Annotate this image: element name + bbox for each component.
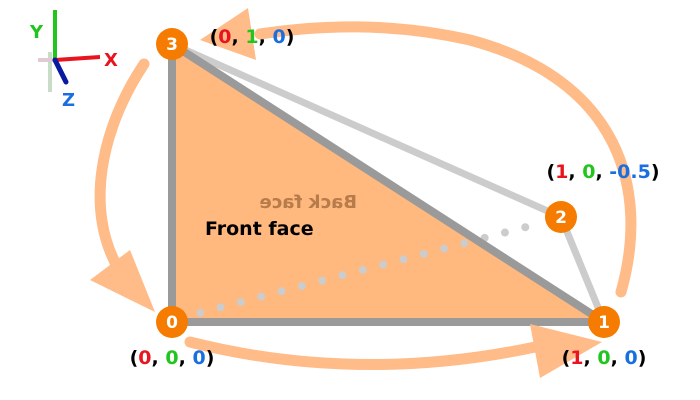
arrowhead-3-to-0 <box>90 250 155 312</box>
edge-1-3 <box>169 40 607 326</box>
x-axis-label: X <box>104 50 118 71</box>
arrowhead-0-to-1 <box>530 324 602 378</box>
front-face-label: Front face <box>205 218 314 240</box>
y-axis-label: Y <box>29 22 44 43</box>
arrow-1-to-3 <box>254 21 637 298</box>
arrowhead-1-to-3 <box>200 8 256 60</box>
vertex-3-coord: (0, 1, 0) <box>210 26 295 48</box>
z-axis-label: Z <box>62 90 75 111</box>
hidden-edge-0-2 <box>176 218 549 322</box>
arrow-0-to-1 <box>184 336 546 371</box>
back-face-label: Back face <box>259 192 357 213</box>
vertex-1-coord: (1, 0, 0) <box>562 347 647 369</box>
svg-text:2: 2 <box>555 208 567 228</box>
vertex-0: 0 <box>156 306 188 338</box>
vertex-0-coord: (0, 0, 0) <box>130 347 215 369</box>
svg-text:3: 3 <box>166 35 178 55</box>
vertex-2: 2 <box>545 201 577 233</box>
vertex-1: 1 <box>588 306 620 338</box>
arrow-3-to-0 <box>94 58 150 274</box>
vertex-3: 3 <box>156 28 188 60</box>
back-edge-2-1 <box>557 215 608 324</box>
svg-text:1: 1 <box>598 313 610 333</box>
axis-gizmo: Y X Z <box>29 10 118 111</box>
vertex-2-coord: (1, 0, -0.5) <box>546 161 659 183</box>
svg-text:0: 0 <box>166 313 178 333</box>
back-edge-3-2 <box>170 40 563 221</box>
